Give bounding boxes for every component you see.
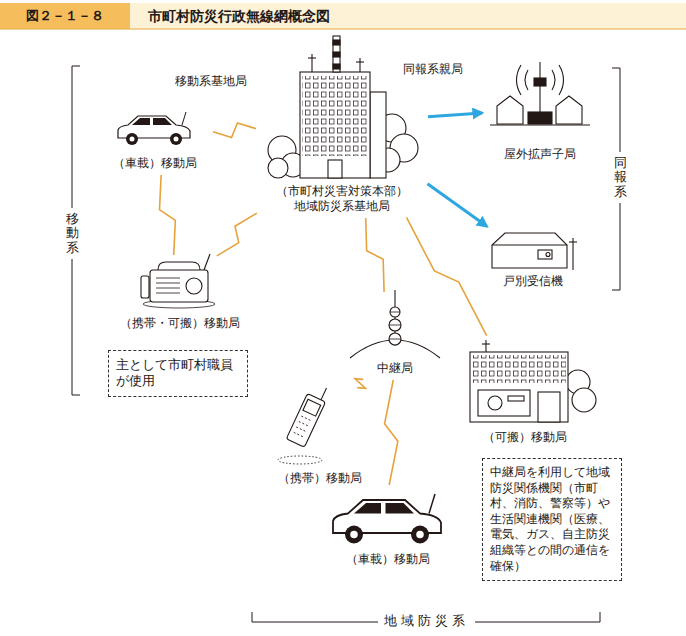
portable-radio: （携帯・可搬）移動局 — [105, 258, 255, 332]
car-icon — [333, 494, 441, 544]
handheld-phone: （携帯）移動局 — [265, 390, 375, 487]
figure-number: 図２－１－８ — [0, 3, 130, 29]
node-label: 中継局 — [375, 361, 415, 377]
group-label: 同報系 — [614, 152, 627, 203]
node-label: 戸別受信機 — [501, 274, 565, 290]
radio-link — [355, 379, 365, 389]
node-label: （市町村災害対策本部） 地域防災系基地局 — [259, 184, 425, 215]
base-station: （市町村災害対策本部） 地域防災系基地局 — [259, 30, 425, 215]
radio-link — [385, 380, 398, 485]
node-label: （携帯）移動局 — [276, 471, 364, 487]
figure-number-cell — [0, 3, 130, 29]
broadcast-arrow — [427, 184, 486, 227]
phone-icon — [278, 382, 331, 464]
radio-icon — [141, 254, 215, 308]
node-label: （車載）移動局 — [111, 156, 199, 172]
relay-tower-icon — [350, 290, 440, 358]
node-label: （車載）移動局 — [344, 552, 432, 568]
note-box: 中継局を利用して地域防災関係機関（市町村、消防、警察等）や生活関連機関（医療、電… — [482, 458, 622, 581]
portable-office: （可搬）移動局 — [455, 338, 595, 446]
node-label: 屋外拡声子局 — [502, 147, 578, 163]
radio-link — [159, 175, 175, 255]
title-text: 市町村防災行政無線網概念図 — [148, 8, 330, 24]
radio-link — [217, 213, 257, 256]
outdoor-speaker: 屋外拡声子局 — [485, 55, 595, 163]
radio-link — [366, 218, 384, 292]
home-receiver: 戸別受信機 — [485, 228, 580, 290]
title-bar — [0, 3, 686, 29]
house-icon — [492, 233, 577, 270]
node-label: （携帯・可搬）移動局 — [118, 316, 242, 332]
broadcast-arrow — [428, 113, 482, 117]
mobile-car: （車載）移動局 — [325, 488, 450, 568]
note-box: 主として市町村職員が使用 — [108, 350, 248, 397]
building-icon — [268, 36, 418, 178]
node-label: （可搬）移動局 — [481, 430, 569, 446]
station-label: 移動系基地局 — [175, 74, 247, 90]
mobile-car: （車載）移動局 — [100, 100, 210, 172]
relay-station: 中継局 — [360, 295, 430, 377]
title: 市町村防災行政無線網概念図 — [148, 3, 330, 29]
group-label: 地域防災系 — [378, 613, 475, 630]
station-label: 同報系親局 — [403, 62, 463, 78]
loudspeaker-icon — [490, 62, 590, 125]
radio-link — [213, 123, 256, 137]
note-text: 中継局を利用して地域防災関係機関（市町村、消防、警察等）や生活関連機関（医療、電… — [490, 465, 614, 574]
car-icon — [118, 112, 190, 145]
group-label: 移動系 — [66, 208, 79, 259]
office-icon — [470, 340, 596, 422]
radio-link — [406, 217, 486, 335]
note-text: 主として市町村職員が使用 — [116, 357, 240, 390]
